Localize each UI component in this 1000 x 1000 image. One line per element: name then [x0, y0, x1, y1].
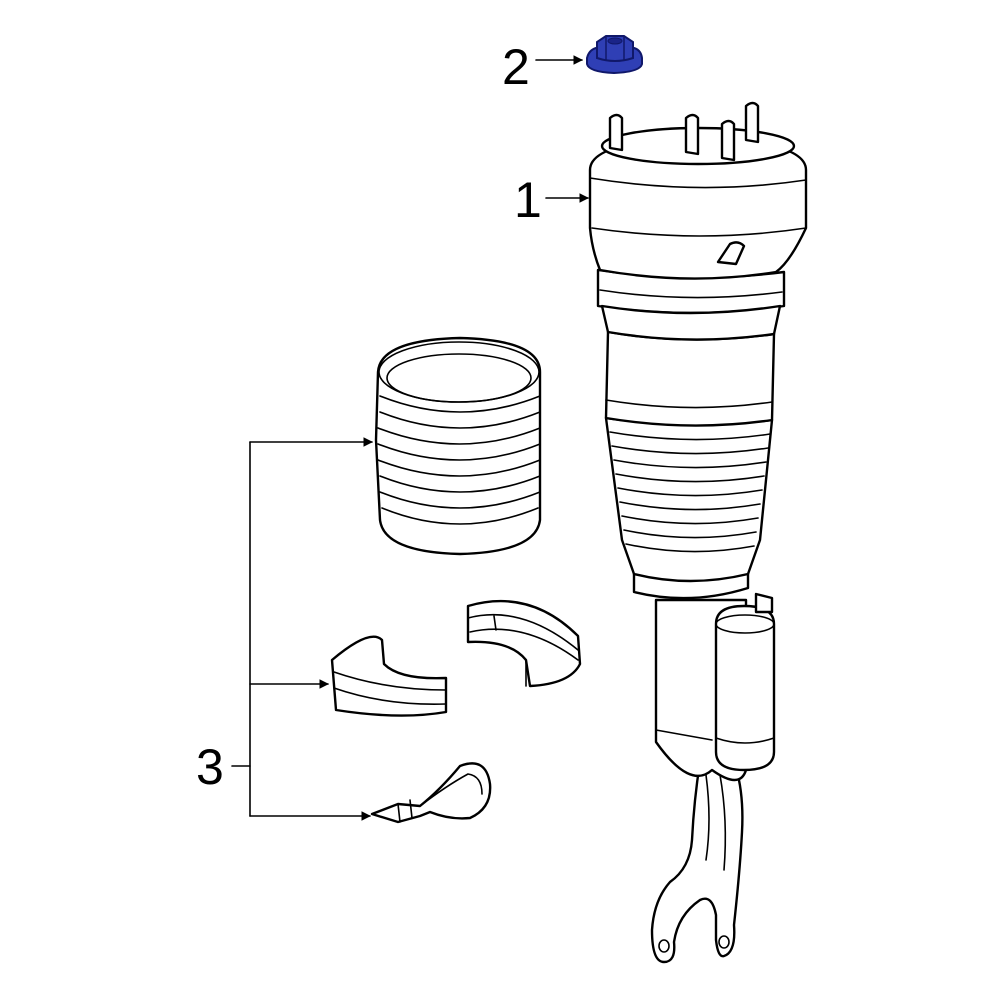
bumper-half-right[interactable] [466, 599, 582, 688]
air-spring-cylinder [604, 330, 776, 427]
nut-part-2[interactable] [586, 35, 643, 75]
air-bellows [604, 416, 774, 600]
callout-1: 1 [514, 172, 542, 228]
dust-boot[interactable] [374, 336, 542, 556]
shock-reservoir [714, 604, 776, 772]
callout-3: 3 [196, 739, 224, 795]
callout-2: 2 [502, 39, 530, 95]
callout-leaders [231, 55, 589, 821]
strut-fork [650, 760, 744, 964]
air-strut-part-1[interactable] [588, 101, 808, 964]
bumper-half-left[interactable] [330, 635, 448, 717]
hose-clamp[interactable] [370, 762, 492, 824]
